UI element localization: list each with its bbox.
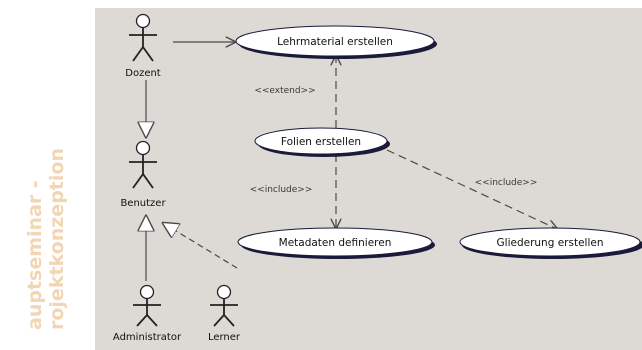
stick-figure-icon [129, 13, 157, 62]
side-title-line2: rojektkonzeption [46, 148, 68, 330]
use-case-metadaten[interactable]: Metadaten definieren [237, 227, 435, 259]
side-title-line1: auptseminar - [24, 180, 46, 330]
use-case-gliederung[interactable]: Gliederung erstellen [459, 227, 642, 259]
side-title: auptseminar - rojektkonzeption [24, 148, 68, 330]
stick-figure-icon [210, 284, 238, 327]
actor-dozent[interactable]: Dozent [125, 13, 161, 80]
actor-label: Dozent [125, 68, 161, 79]
use-case-label: Folien erstellen [281, 136, 361, 148]
label-extend: <<extend>> [254, 86, 315, 96]
use-case-label: Lehrmaterial erstellen [277, 36, 393, 48]
generalization-lerner-benutzer [163, 223, 238, 269]
label-include-gliederung: <<include>> [475, 178, 538, 188]
actor-lerner[interactable]: Lerner [208, 284, 241, 344]
use-case-label: Metadaten definieren [279, 237, 392, 249]
actor-administrator[interactable]: Administrator [113, 284, 182, 344]
actor-label: Lerner [208, 332, 241, 343]
actor-label: Administrator [113, 332, 182, 343]
dependency-folien-gliederung [386, 149, 557, 229]
use-case-label: Gliederung erstellen [497, 237, 604, 249]
use-case-folien[interactable]: Folien erstellen [254, 127, 390, 157]
use-case-diagram: <<extend>> <<include>> <<include>> Lehrm… [95, 8, 642, 350]
actor-label: Benutzer [120, 198, 166, 209]
actor-benutzer[interactable]: Benutzer [120, 140, 166, 210]
stick-figure-icon [133, 284, 161, 327]
label-include-metadaten: <<include>> [250, 185, 313, 195]
stick-figure-icon [129, 140, 157, 189]
use-case-lehrmaterial[interactable]: Lehrmaterial erstellen [235, 25, 437, 59]
diagram-background [95, 8, 642, 350]
